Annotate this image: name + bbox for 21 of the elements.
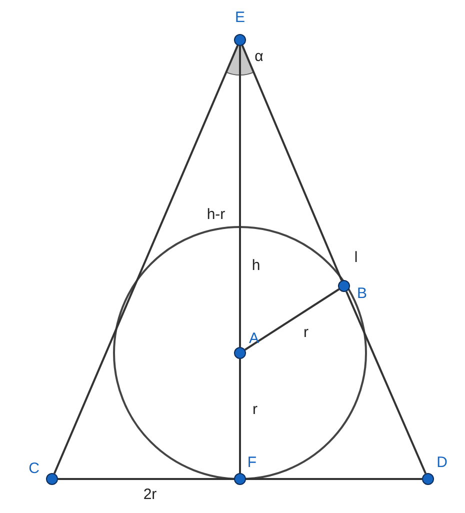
measure-label: h-r xyxy=(206,206,226,224)
point-label: D xyxy=(436,454,448,472)
measure-label: α xyxy=(254,48,264,66)
measure-label: l xyxy=(354,249,358,267)
line-segment xyxy=(345,291,427,474)
line-segment xyxy=(239,46,241,347)
point-label: E xyxy=(234,9,246,27)
line-segment xyxy=(244,288,340,351)
measure-label: r xyxy=(304,324,308,342)
line-segment xyxy=(239,359,241,473)
line-segment xyxy=(246,478,422,480)
measure-label: 2r xyxy=(143,486,157,504)
point-label: B xyxy=(356,285,368,303)
point-label: C xyxy=(28,460,40,478)
line-segment xyxy=(53,45,239,474)
point-label: A xyxy=(248,330,260,348)
measure-label: r xyxy=(252,401,258,419)
measure-label: h xyxy=(252,257,260,275)
point-label: F xyxy=(246,454,258,472)
line-segment xyxy=(241,45,343,281)
line-segment xyxy=(58,478,234,480)
